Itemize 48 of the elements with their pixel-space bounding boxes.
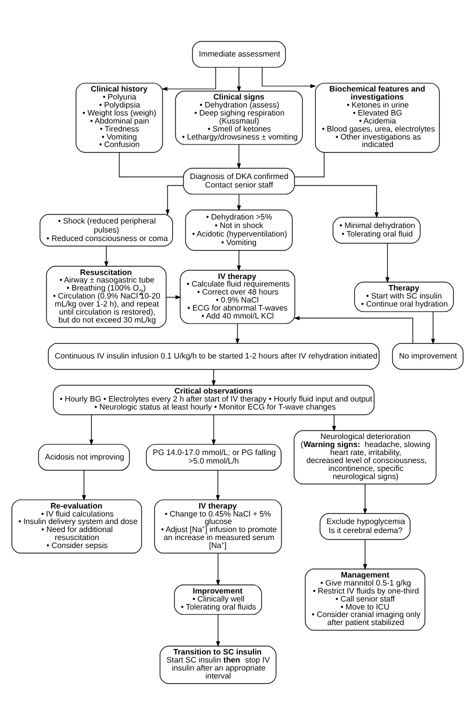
arrow xyxy=(236,144,240,169)
arrow xyxy=(332,414,336,432)
arrow xyxy=(216,614,220,647)
node-box: Diagnosis of DKA confirmed Contact senior staff xyxy=(182,167,294,194)
node-box: Re-evaluation • IV fluid calculations • Insulin delivery system and dose • Need for additional resuscitation • Consider sepsis xyxy=(11,498,142,554)
node-box: Clinical history • Polyuria • Polydipsia • Weight loss (weigh) • Abdominal pain • Tiredness • Vomiting • Confusion xyxy=(75,82,162,152)
node-box: IV therapy • Change to 0.45% NaCl + 5% glucose • Adjust [Na⁺] infusion to promote an increase in measured serum [Na⁺] xyxy=(154,498,282,554)
node-box: Clinical signs • Dehydration (assess) • Deep sighing respiration (Kussmaul) • Smell of ketones • Lethargy/drowsiness ± vomiting xyxy=(174,90,302,144)
node-box: • Minimal dehydration • Tolerating oral fluid xyxy=(332,216,420,244)
arrow xyxy=(236,193,240,211)
arrow xyxy=(234,323,240,344)
arrow xyxy=(165,294,181,299)
node-box: Neurological deterioration (Warning signs: headache, slowing heart rate, irritability, decreased level of consciousness, incontinence, specific neurological signs) xyxy=(293,430,436,484)
node-box: Biochemical features and investigations • Ketones in urine • Elevated BG • Acidemia • Blood gases, urea, electrolytes • Other investigations as indicated xyxy=(314,82,440,152)
arrow xyxy=(215,469,220,500)
node-box: Immediate assessment xyxy=(192,40,286,68)
arrow xyxy=(211,368,216,386)
arrow xyxy=(362,483,367,514)
node-box: • Shock (reduced peripheral pulses) • Reduced consciousness or coma xyxy=(39,214,172,246)
node-box: Critical observations • Hourly BG • Electrolytes every 2 h after start of IV therapy • Hourly fluid input and output • Neurologic status at least hourly • Monitor ECG for T-wave changes xyxy=(52,384,374,415)
arrow xyxy=(236,66,240,92)
node-box: Transition to SC insulin Start SC insulin then stop IV insulin after an appropriate interval xyxy=(159,645,276,684)
arrow xyxy=(236,250,240,271)
node-box: Acidosis not improving xyxy=(38,443,130,470)
arrow xyxy=(161,66,216,90)
node-box: Management • Give mannitol 0.5-1 g/kg • Restrict IV fluids by one-third • Call senior staff • Move to ICU • Consider cranial imaging only after patient stabilized xyxy=(304,568,425,630)
arrow xyxy=(216,552,220,586)
node-box: Therapy • Start with SC insulin • Continue oral hydration xyxy=(354,281,454,312)
node-box: IV therapy • Calculate fluid requirements • Correct over 48 hours • 0.9% NaCl • ECG for abnormal T-waves • Add 40 mmol/L KCl xyxy=(179,269,295,324)
node-box: PG 14.0-17.0 mmol/L; or PG falling >5.0 mmol/L/h xyxy=(145,443,281,470)
arrow xyxy=(293,316,413,344)
arrow xyxy=(261,66,316,88)
node-box: • Dehydration >5% • Not in shock • Acidotic (hyperventilation) • Vomiting xyxy=(184,209,292,250)
node-box: Improvement • Clinically well • Tolerating oral fluids xyxy=(174,584,262,614)
arrow xyxy=(362,538,367,570)
node-box: Exclude hypoglycemia Is it cerebral edema? xyxy=(319,512,410,540)
node-box: Continuous IV insulin infusion 0.1 U/kg/h to be started 1-2 hours after IV rehydration initiated xyxy=(47,342,379,370)
arrow xyxy=(81,469,86,500)
connector xyxy=(294,152,324,177)
connector xyxy=(118,152,184,177)
node-box: No improvement xyxy=(392,342,463,370)
arrow xyxy=(294,184,378,218)
arrow xyxy=(104,246,108,267)
arrow xyxy=(88,414,93,445)
arrow xyxy=(211,414,216,445)
arrow xyxy=(165,184,184,215)
arrow xyxy=(384,242,389,282)
arrow xyxy=(430,311,435,344)
